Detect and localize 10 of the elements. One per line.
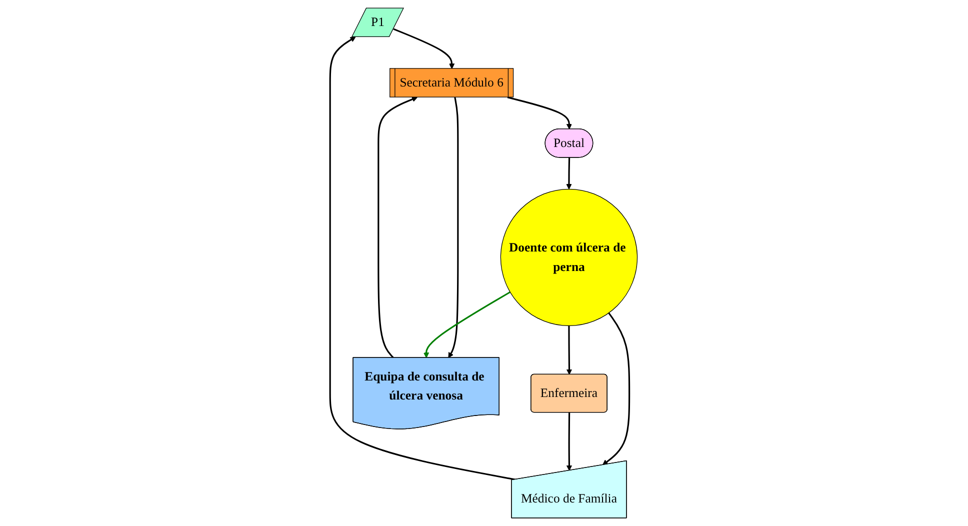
arrow: [378, 96, 418, 358]
arrow: [602, 312, 630, 466]
arrow: [566, 326, 572, 375]
arrow: [566, 158, 572, 190]
arrow: [508, 96, 572, 130]
node-circle: Doente com úlcera de perna: [500, 188, 638, 326]
arrow: [424, 291, 511, 358]
arrow: [448, 97, 460, 358]
arrow: [566, 412, 572, 471]
arrow: [394, 28, 455, 70]
